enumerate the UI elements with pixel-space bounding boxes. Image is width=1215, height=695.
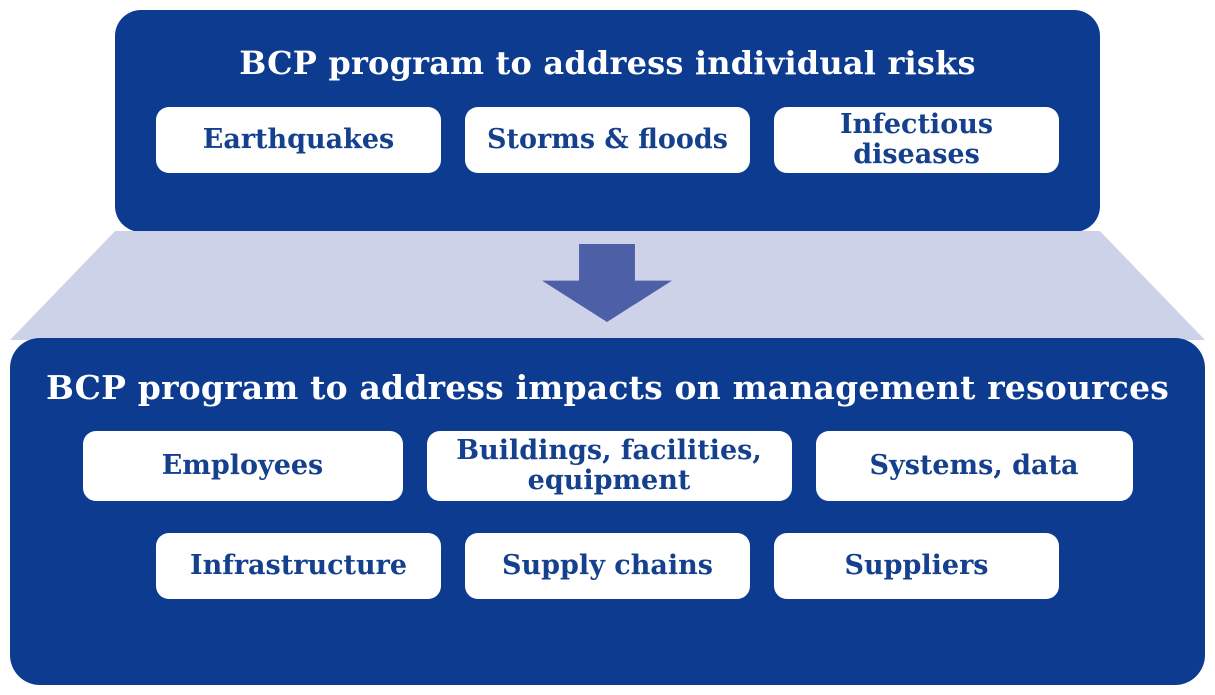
resource-item-systems-data: Systems, data (815, 431, 1133, 501)
management-resources-title: BCP program to address impacts on manage… (45, 368, 1170, 407)
management-resources-row-1: Employees Buildings, facilities, equipme… (10, 431, 1205, 501)
individual-risks-row: Earthquakes Storms & floods Infectious d… (115, 107, 1100, 173)
management-resources-row-2: Infrastructure Supply chains Suppliers (10, 533, 1205, 599)
resource-item-employees: Employees (82, 431, 403, 501)
resource-item-buildings-facilities-equipment: Buildings, facilities, equipment (426, 431, 792, 501)
individual-risks-panel: BCP program to address individual risks … (115, 10, 1100, 232)
resource-item-suppliers: Suppliers (774, 533, 1059, 599)
risk-item-earthquakes: Earthquakes (156, 107, 441, 173)
resource-item-infrastructure: Infrastructure (156, 533, 441, 599)
risk-item-infectious-diseases: Infectious diseases (774, 107, 1059, 173)
risk-item-storms-floods: Storms & floods (465, 107, 750, 173)
resource-item-supply-chains: Supply chains (465, 533, 750, 599)
management-resources-panel: BCP program to address impacts on manage… (10, 338, 1205, 685)
individual-risks-title: BCP program to address individual risks (239, 44, 976, 82)
